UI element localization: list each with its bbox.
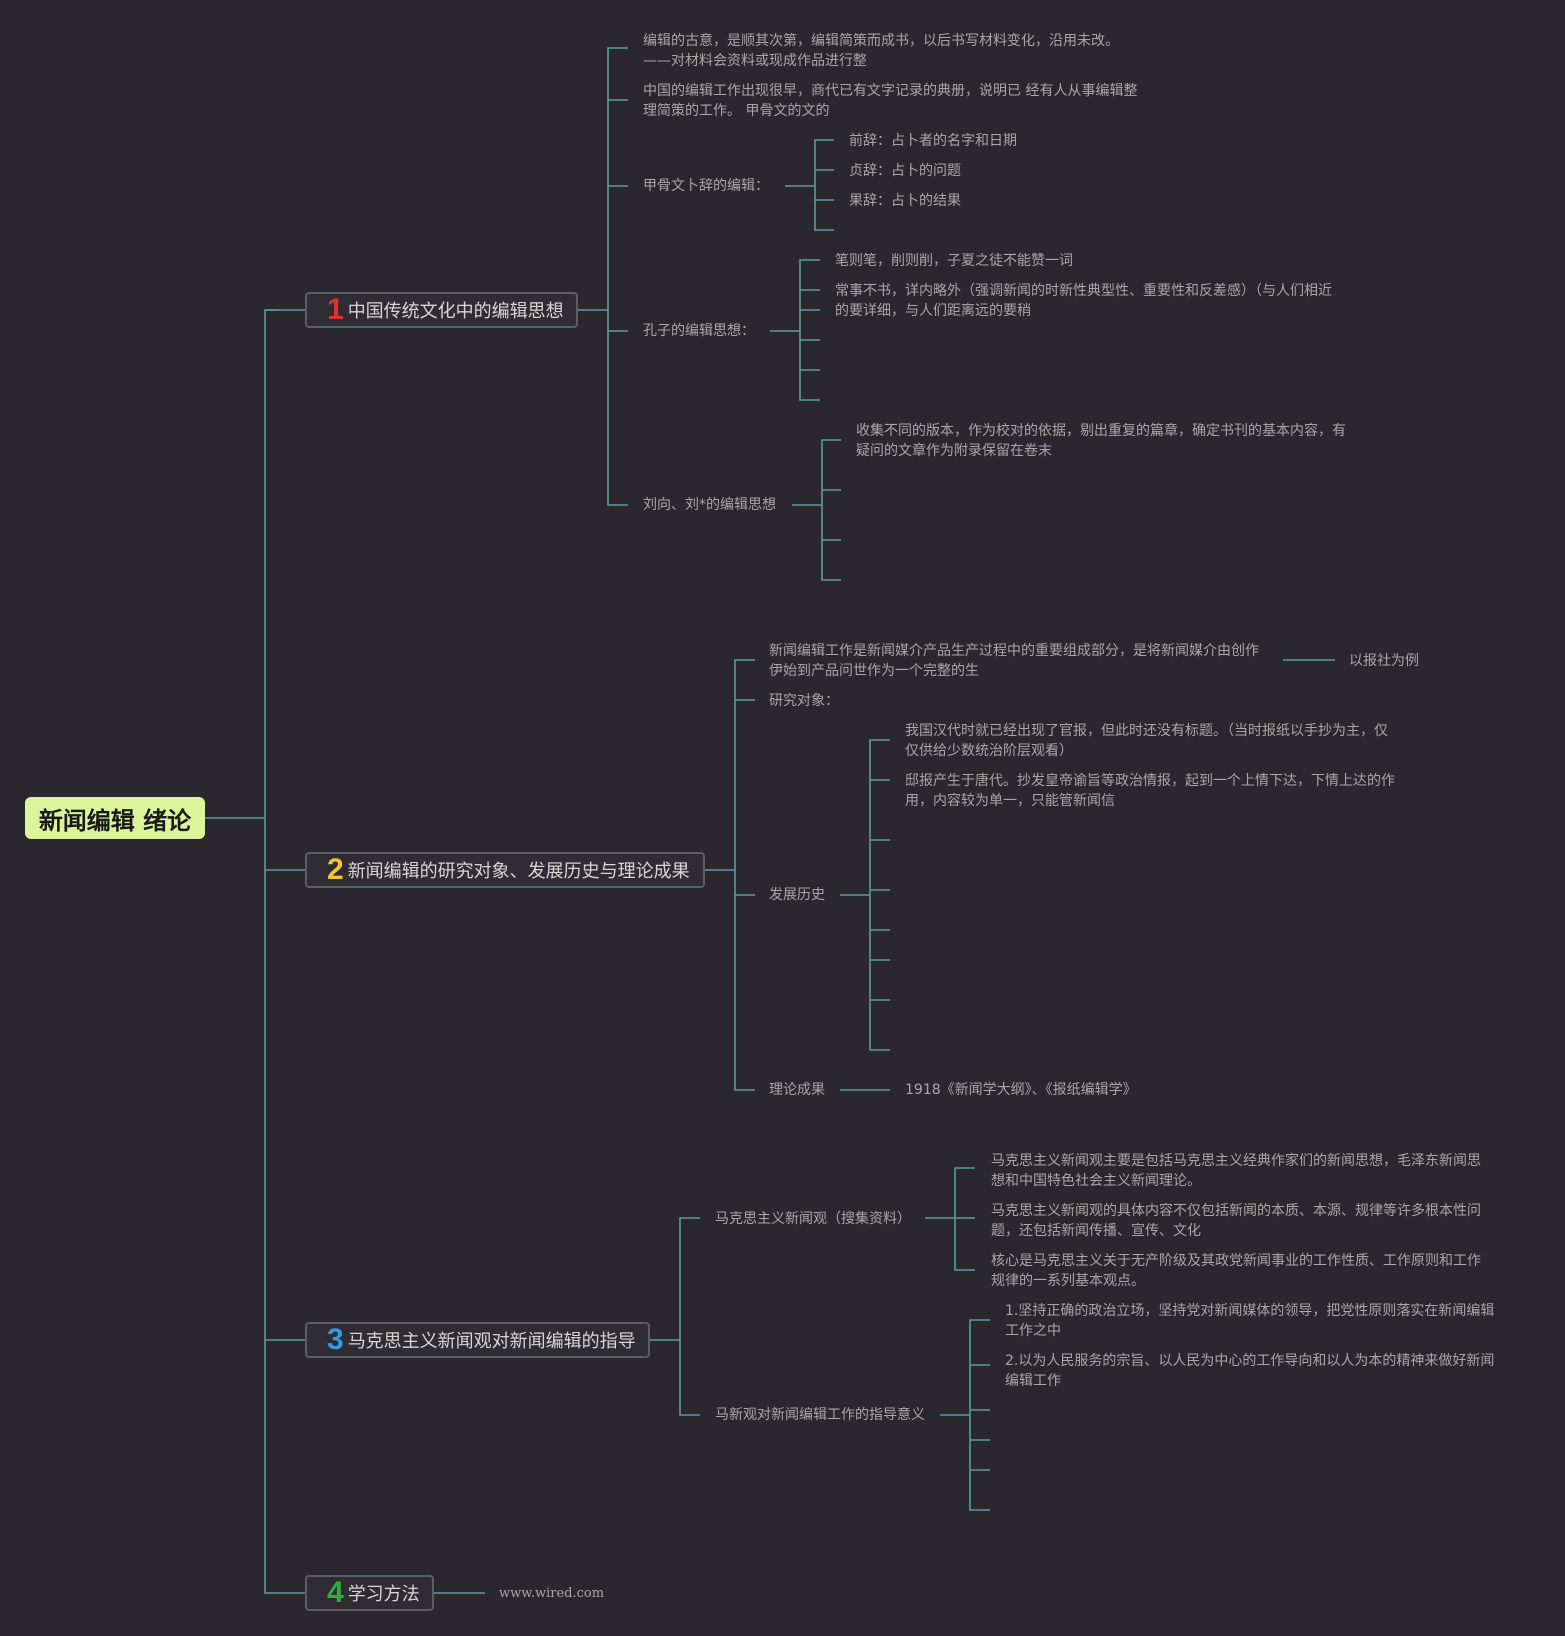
confucius-item-1: 笔则笔，削则削，子夏之徒不能赞一词 [835,253,1073,269]
marx-item-3: 核心是马克思主义关于无产阶级及其政党新闻事业的工作性质、工作原则和工作规律的一系… [991,1253,1481,1289]
marx-item-2: 马克思主义新闻观的具体内容不仅包括新闻的本质、本源、规律等许多根本性问题，还包括… [991,1203,1481,1239]
branch-node-4[interactable]: 4 学习方法 [305,1575,434,1611]
history-item-2: 邸报产生于唐代。抄发皇帝谕旨等政治情报，起到一个上情下达，下情上达的作用，内容较… [905,773,1395,809]
guide-label: 马新观对新闻编辑工作的指导意义 [715,1407,925,1423]
oracle-item-2: 贞辞：占卜的问题 [849,163,961,179]
guide-item-2: 2.以为人民服务的宗旨、以人民为中心的工作导向和以人为本的精神来做好新闻编辑工作 [1005,1353,1495,1389]
oracle-label: 甲骨文卜辞的编辑： [643,178,769,194]
liu-item-1: 收集不同的版本，作为校对的依据，剔出重复的篇章，确定书刊的基本内容，有疑问的文章… [856,423,1346,459]
branch-node-2[interactable]: 2 新闻编辑的研究对象、发展历史与理论成果 [305,852,705,888]
branch-node-3[interactable]: 3 马克思主义新闻观对新闻编辑的指导 [305,1322,650,1358]
intro-text-2: 中国的编辑工作出现很早，商代已有文字记录的典册，说明已 经有人从事编辑整理简策的… [643,83,1138,119]
research-object-label: 研究对象： [769,693,839,709]
guide-item-1: 1.坚持正确的政治立场，坚持党对新闻媒体的领导，把党性原则落实在新闻编辑工作之中 [1005,1303,1495,1339]
root-label: 新闻编辑 绪论 [38,806,192,835]
work-example: 以报社为例 [1349,653,1419,669]
confucius-item-2: 常事不书，详内略外（强调新闻的时新性典型性、重要性和反差感）（与人们相近的要详细… [835,283,1332,319]
marx-label: 马克思主义新闻观（搜集资料） [715,1211,911,1227]
root-node[interactable]: 新闻编辑 绪论 [25,797,205,839]
watermark-text: www.wired.com [499,1586,605,1601]
history-label: 发展历史 [769,887,825,903]
branch-number-4: 4 [327,1576,344,1609]
branch-number-3: 3 [327,1323,344,1356]
liu-label: 刘向、刘*的编辑思想 [643,497,776,513]
work-definition: 新闻编辑工作是新闻媒介产品生产过程中的重要组成部分，是将新闻媒介由创作伊始到产品… [769,643,1259,679]
marx-item-1: 马克思主义新闻观主要是包括马克思主义经典作家们的新闻思想，毛泽东新闻思想和中国特… [991,1153,1481,1189]
oracle-item-1: 前辞：占卜者的名字和日期 [849,133,1017,149]
branch-number-2: 2 [327,853,344,886]
branch-number-1: 1 [327,293,344,326]
theory-item: 1918《新闻学大纲》、《报纸编辑学》 [905,1082,1137,1098]
history-item-1: 我国汉代时就已经出现了官报，但此时还没有标题。（当时报纸以手抄为主，仅仅供给少数… [905,723,1388,759]
intro-text-1: 编辑的古意，是顺其次第，编辑简策而成书，以后书写材料变化，沿用未改。——对材料会… [643,33,1119,69]
branch-label-3: 马克思主义新闻观对新闻编辑的指导 [347,1331,636,1352]
branch-label-4: 学习方法 [347,1584,420,1605]
branch-node-1[interactable]: 1 中国传统文化中的编辑思想 [305,292,578,328]
branch-label-2: 新闻编辑的研究对象、发展历史与理论成果 [347,861,690,882]
oracle-item-3: 果辞：占卜的结果 [849,193,961,209]
branch-label-1: 中国传统文化中的编辑思想 [347,301,564,322]
theory-label: 理论成果 [769,1082,825,1098]
confucius-label: 孔子的编辑思想： [643,323,755,339]
